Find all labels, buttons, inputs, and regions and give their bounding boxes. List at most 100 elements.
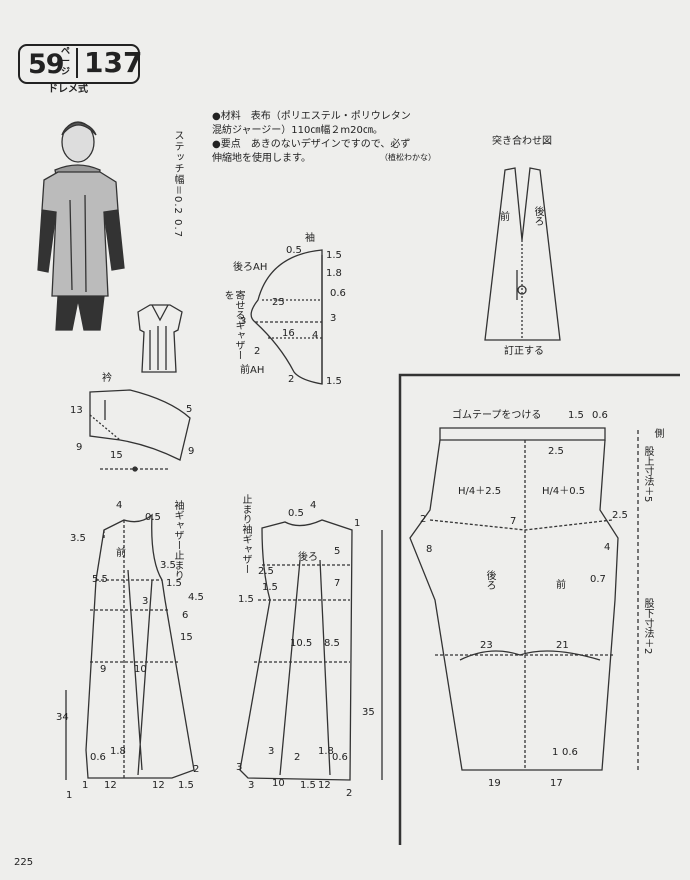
diagram-title: 突き合わせ図 [492, 136, 552, 147]
sleeve-dim: 2 [254, 346, 261, 357]
back-dim: 8.5 [324, 638, 340, 649]
style-label: ドレメ式 [48, 84, 88, 95]
collar-dim: 13 [70, 405, 83, 416]
key-point-line: ●要点 あきのないデザインですので、必ず [212, 139, 411, 150]
pants-dim: 0.7 [590, 574, 606, 585]
front-dim: 3.5 [160, 560, 176, 571]
back-dim: 3 [236, 762, 243, 773]
pants-elastic: ゴムテープをつける [452, 410, 542, 421]
pants-front-label: 前 [556, 580, 566, 591]
sleeve-dim: 1.8 [326, 268, 342, 279]
pants-dim: 23 [480, 640, 493, 651]
sleeve-dim: 16 [282, 328, 295, 339]
pants-dim: 19 [488, 778, 501, 789]
front-dim: 4.5 [188, 592, 204, 603]
sleeve-dim: 1.5 [326, 376, 342, 387]
front-dim: 1 [82, 780, 89, 791]
front-dim: 3.5 [70, 533, 86, 544]
pants-dim: 8 [426, 544, 433, 555]
sleeve-pattern [250, 249, 323, 385]
back-dim: 1.5 [262, 582, 278, 593]
front-dim: 2 [193, 764, 200, 775]
back-dim: 2 [346, 788, 353, 799]
back-dim: 10 [272, 778, 285, 789]
pants-dim: 1.5 [568, 410, 584, 421]
pants-rise-label: 股上寸法＋5 [642, 446, 653, 503]
back-dim: 2 [294, 752, 301, 763]
front-dim: 3 [142, 596, 149, 607]
sleeve-title: 袖 [305, 233, 315, 244]
back-dim: 12 [318, 780, 331, 791]
front-dim: 15 [180, 632, 193, 643]
sleeve-gather-note: 寄せるギャザーを [222, 290, 244, 360]
sleeve-dim: 0.6 [330, 288, 346, 299]
pants-back-label: 後ろ [484, 570, 495, 590]
back-gather-stop: 止まり袖ギャザー [240, 494, 251, 574]
front-dim: 0.5 [145, 512, 161, 523]
collar-dim: 15 [110, 450, 123, 461]
front-label: 前 [116, 548, 126, 559]
collar-dim: 9 [76, 442, 83, 453]
front-dim: 9 [100, 664, 107, 675]
back-bodice-pattern [239, 519, 383, 781]
page-unit: ページ [61, 47, 71, 77]
back-dim: 1.5 [238, 594, 254, 605]
front-dim: 12 [104, 780, 117, 791]
pants-h4-back: H/4＋2.5 [458, 486, 502, 497]
pants-pattern [409, 427, 639, 771]
back-dim: 1 [354, 518, 361, 529]
front-dim: 4 [116, 500, 123, 511]
front-dim: 12 [152, 780, 165, 791]
back-dim: 7 [334, 578, 341, 589]
back-dim: 5 [334, 546, 341, 557]
materials-text: ●材料 表布（ポリエステル・ポリウレタン 混紡ジャージー）110㎝幅２m20㎝。… [212, 110, 452, 166]
back-dim: 3 [248, 780, 255, 791]
collar-dim: 9 [188, 446, 195, 457]
pants-dim: 0.6 [592, 410, 608, 421]
materials-line: 混紡ジャージー）110㎝幅２m20㎝。 [212, 125, 383, 136]
model-illustration [37, 121, 125, 331]
pants-dim: 2 [420, 514, 427, 525]
front-dim: 6 [182, 610, 189, 621]
pants-dim: 2.5 [548, 446, 564, 457]
diagram-back: 後ろ [532, 206, 543, 226]
pants-dim: 21 [556, 640, 569, 651]
back-dim: 1.8 [318, 746, 334, 757]
front-gather-stop: 袖ギャザー止まり [172, 500, 183, 580]
back-dim: 4 [310, 500, 317, 511]
collar-title: 衿 [102, 373, 112, 384]
pants-inseam-label: 股下寸法＋2 [642, 598, 653, 655]
front-dim: 1 [66, 790, 73, 801]
pants-dim: 2.5 [612, 510, 628, 521]
pants-frame [398, 373, 680, 845]
pants-side-top: 側 [652, 428, 663, 438]
front-dim: 5.5 [92, 574, 108, 585]
front-dim: 1.5 [178, 780, 194, 791]
back-dim: 10.5 [290, 638, 313, 649]
sleeve-dim: 3 [330, 313, 337, 324]
pants-dim: 1 [552, 747, 559, 758]
diagram-note: 訂正する [504, 346, 544, 357]
assembly-diagram [484, 167, 561, 341]
pants-dim: 0.6 [562, 747, 578, 758]
front-dim: 1.8 [110, 746, 126, 757]
sleeve-dim: 4 [312, 330, 319, 341]
sleeve-dim: 0.5 [286, 245, 302, 256]
page-number-ref: 59 [28, 49, 65, 80]
back-dim: 2.5 [258, 566, 274, 577]
sleeve-back-ah: 後ろAH [233, 262, 268, 273]
front-dim: 0.6 [90, 752, 106, 763]
back-dim: 3 [268, 746, 275, 757]
back-dim: 0.6 [332, 752, 348, 763]
pants-dim: 7 [510, 516, 517, 527]
front-bodice-pattern [65, 513, 195, 780]
diagram-front: 前 [500, 212, 510, 223]
back-dim: 1.5 [300, 780, 316, 791]
collar-pattern [89, 389, 191, 472]
back-dim: 0.5 [288, 508, 304, 519]
page-badge: 59 ページ 137 [18, 44, 142, 84]
sleeve-dim: 1.5 [326, 250, 342, 261]
front-dim: 10 [134, 664, 147, 675]
